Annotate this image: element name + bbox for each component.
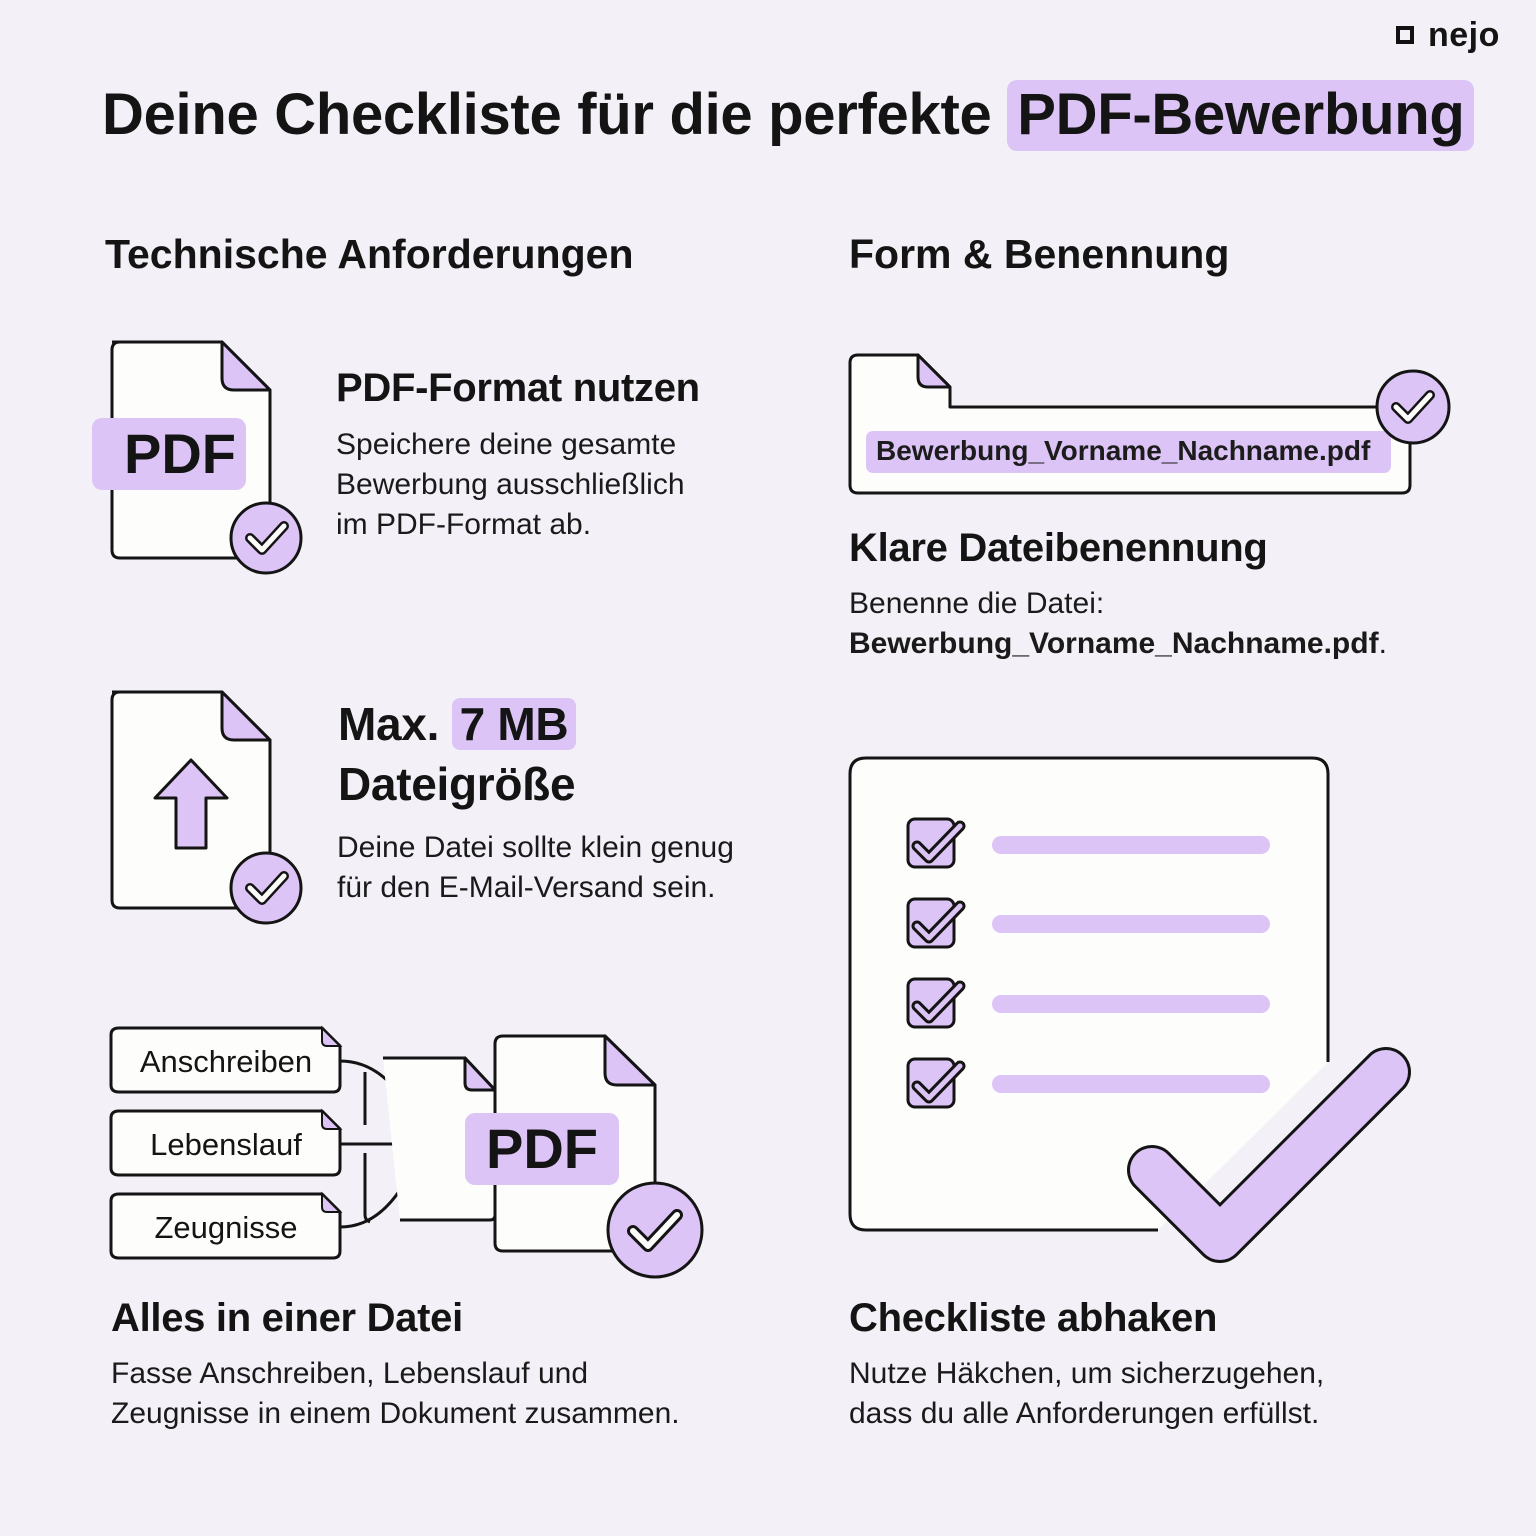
- item-title-pdf-format: PDF-Format nutzen: [336, 366, 700, 410]
- doc-label-zeugnisse: Zeugnisse: [154, 1210, 298, 1245]
- item-text-pdf-format: Speichere deine gesamte Bewerbung aussch…: [336, 428, 685, 541]
- filename-example: Bewerbung_Vorname_Nachname.pdf: [849, 627, 1379, 660]
- item-text-checklist: Nutze Häkchen, um sicherzugehen, dass du…: [849, 1357, 1325, 1430]
- checkbox-4: [906, 1057, 1270, 1109]
- doc-tag-anschreiben: [109, 1025, 343, 1094]
- checklist-icon: [848, 756, 1411, 1263]
- logo-text: nejo: [1428, 16, 1500, 54]
- item-title-filename: Klare Dateibenennung: [849, 526, 1268, 570]
- brand-logo: nejo: [1396, 18, 1500, 52]
- item-title-checklist: Checkliste abhaken: [849, 1296, 1218, 1340]
- section-title-technical: Technische Anforderungen: [105, 231, 634, 277]
- filename-badge-label: Bewerbung_Vorname_Nachname.pdf: [876, 435, 1371, 466]
- page-title-highlight: PDF-Bewerbung: [1007, 80, 1475, 151]
- checkbox-2: [906, 897, 1270, 949]
- section-title-form: Form & Benennung: [849, 231, 1230, 277]
- checkbox-3: [906, 977, 1270, 1029]
- checkbox-1: [906, 817, 1270, 869]
- merged-pdf-badge-label: PDF: [486, 1117, 598, 1180]
- pdf-badge-label: PDF: [124, 422, 236, 485]
- item-title-file-size-line2: Dateigröße: [338, 758, 576, 810]
- item-title-one-file: Alles in einer Datei: [111, 1296, 463, 1340]
- doc-tag-lebenslauf: [109, 1108, 343, 1177]
- filename-check-icon: [848, 353, 1451, 495]
- merge-documents-icon: [109, 1025, 704, 1279]
- item-text-filename: Benenne die Datei: Bewerbung_Vorname_Nac…: [849, 587, 1387, 660]
- page-title: Deine Checkliste für die perfekte PDF-Be…: [102, 80, 1475, 151]
- size-highlight: 7 MB: [451, 698, 577, 750]
- pdf-file-check-icon: [92, 340, 303, 575]
- item-text-one-file: Fasse Anschreiben, Lebenslauf und Zeugni…: [111, 1357, 680, 1430]
- file-upload-check-icon: [110, 690, 303, 925]
- page-title-prefix: Deine Checkliste für die perfekte: [102, 82, 992, 147]
- doc-label-lebenslauf: Lebenslauf: [150, 1127, 302, 1162]
- doc-tag-zeugnisse: [109, 1191, 343, 1260]
- item-text-file-size: Deine Datei sollte klein genug für den E…: [337, 831, 734, 904]
- item-title-file-size: Max. 7 MB: [338, 696, 577, 752]
- doc-label-anschreiben: Anschreiben: [139, 1044, 313, 1079]
- logo-square-icon: [1396, 26, 1414, 44]
